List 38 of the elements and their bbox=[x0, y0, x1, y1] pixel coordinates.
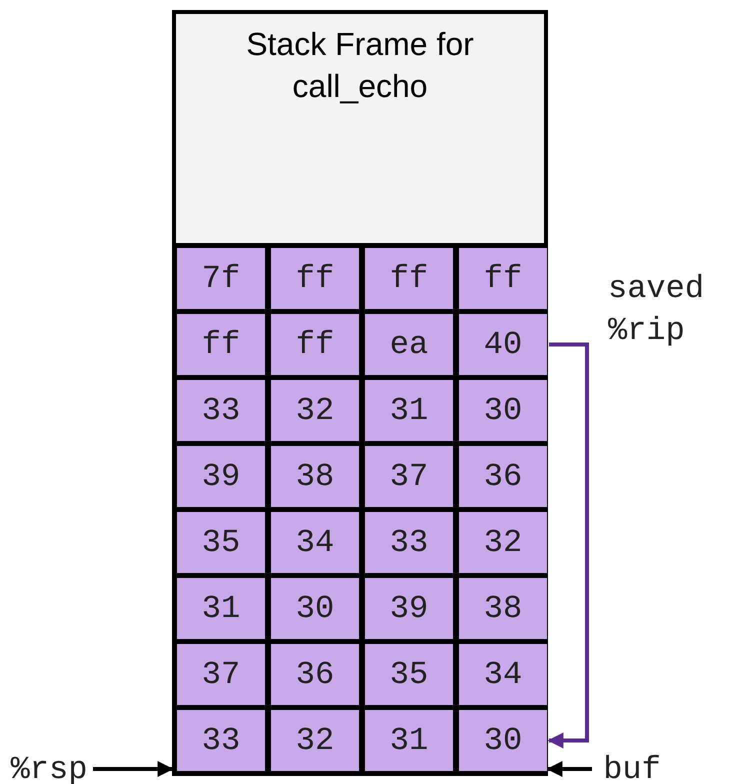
byte-cell: 32 bbox=[459, 512, 547, 573]
byte-cell: 39 bbox=[365, 578, 453, 639]
byte-cell: 36 bbox=[459, 446, 547, 507]
arrow bbox=[547, 342, 589, 748]
byte-cell: 7f bbox=[177, 248, 265, 309]
pointer-label: buf bbox=[592, 752, 672, 784]
byte-cell: ff bbox=[177, 314, 265, 375]
byte-cell: 30 bbox=[271, 578, 359, 639]
byte-cell: 35 bbox=[365, 644, 453, 705]
byte-cell: 30 bbox=[459, 380, 547, 441]
byte-cell: 34 bbox=[271, 512, 359, 573]
byte-cell: 36 bbox=[271, 644, 359, 705]
byte-cell: ff bbox=[271, 314, 359, 375]
byte-cell: 39 bbox=[177, 446, 265, 507]
byte-cell: ff bbox=[459, 248, 547, 309]
byte-cell: 38 bbox=[271, 446, 359, 507]
byte-cell: 33 bbox=[177, 710, 265, 771]
byte-cell: 32 bbox=[271, 380, 359, 441]
arrow bbox=[546, 761, 592, 777]
byte-cell: 35 bbox=[177, 512, 265, 573]
byte-cell: 33 bbox=[365, 512, 453, 573]
byte-cell: 32 bbox=[271, 710, 359, 771]
byte-cell: 37 bbox=[177, 644, 265, 705]
byte-cell: 37 bbox=[365, 446, 453, 507]
byte-cell: 30 bbox=[459, 710, 547, 771]
byte-cell: ff bbox=[271, 248, 359, 309]
arrow bbox=[93, 761, 174, 777]
byte-cell: 31 bbox=[365, 710, 453, 771]
byte-cell: 33 bbox=[177, 380, 265, 441]
pointer-label: %rsp bbox=[5, 752, 93, 784]
byte-cell: ea bbox=[365, 314, 453, 375]
byte-cell: 31 bbox=[177, 578, 265, 639]
byte-cell: 38 bbox=[459, 578, 547, 639]
annotation-text: saved %rip bbox=[608, 269, 706, 351]
byte-cell: ff bbox=[365, 248, 453, 309]
byte-cell: 34 bbox=[459, 644, 547, 705]
byte-cell: 31 bbox=[365, 380, 453, 441]
byte-cell: 40 bbox=[459, 314, 547, 375]
